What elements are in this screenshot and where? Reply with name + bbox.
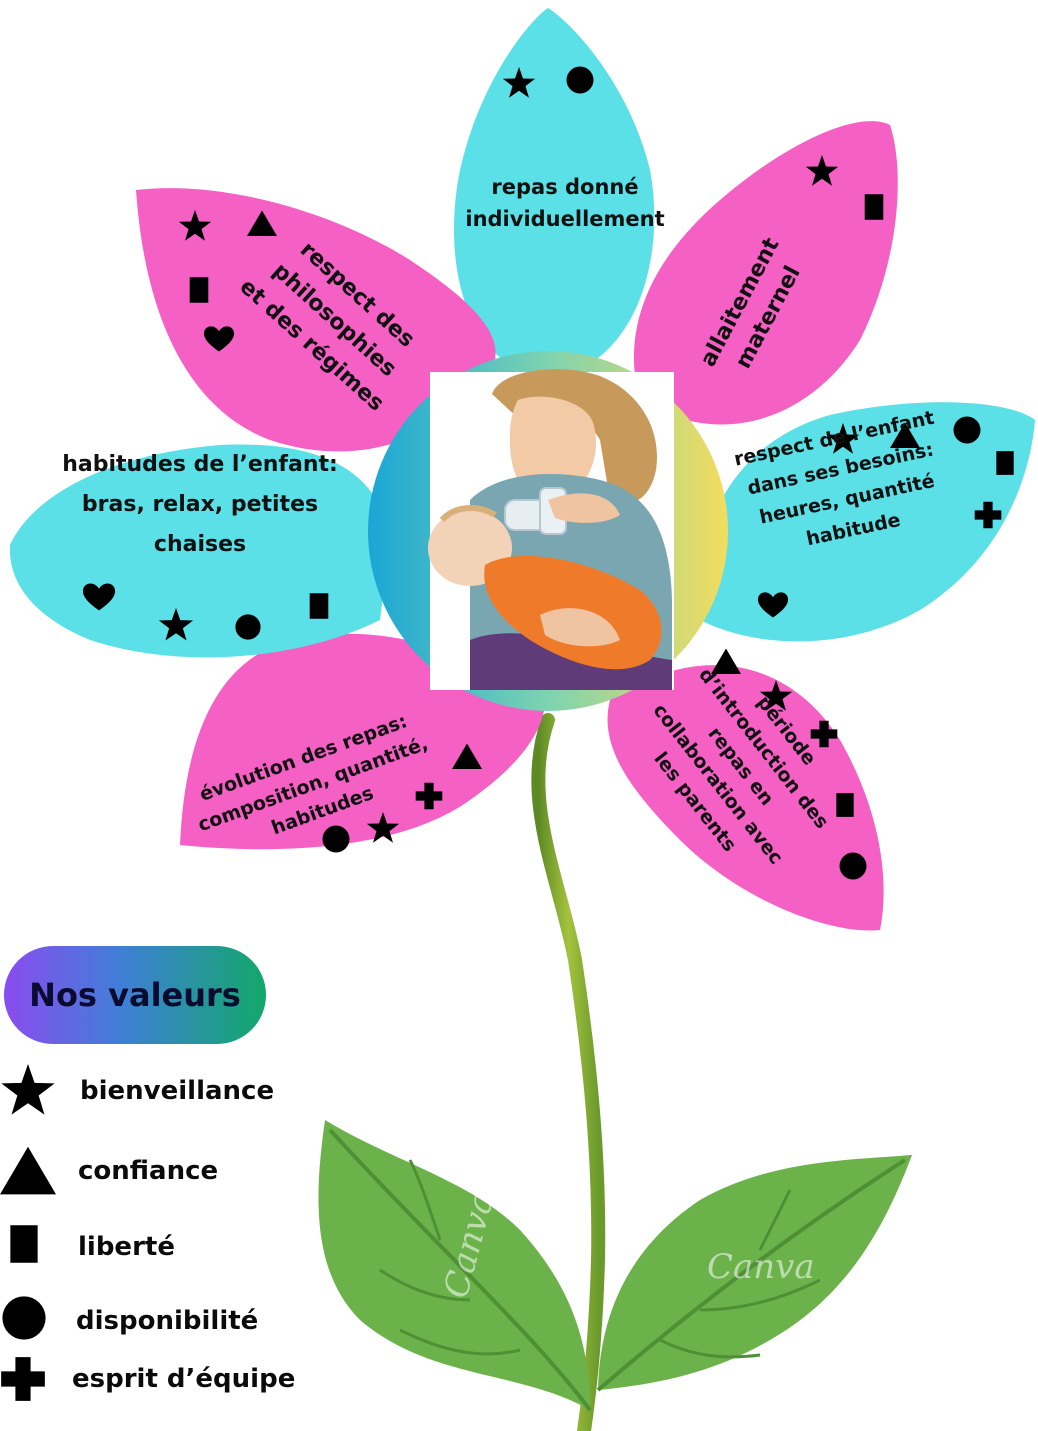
petal-shape — [633, 121, 898, 425]
petal-shape — [698, 402, 1035, 642]
petal-top: repas donné individuellement — [453, 8, 665, 378]
mother-feeding-illustration — [428, 369, 674, 690]
square-icon — [836, 793, 854, 817]
petal-label-line: habitudes de l’enfant: — [62, 452, 338, 477]
legend-title-badge: Nos valeurs — [4, 946, 266, 1044]
flower-stem — [531, 713, 606, 1431]
circle-icon — [953, 416, 981, 444]
triangle-icon — [0, 1146, 56, 1195]
legend-label: liberté — [78, 1232, 175, 1262]
cross-icon — [1, 1357, 45, 1401]
circle-icon — [322, 825, 350, 853]
petal-label: repas donné individuellement — [465, 175, 664, 231]
petal-right: respect de l’enfantdans ses besoins:heur… — [698, 402, 1035, 642]
legend-title: Nos valeurs — [29, 976, 241, 1014]
square-icon — [996, 451, 1014, 475]
legend-label: bienveillance — [80, 1076, 275, 1106]
legend-label: confiance — [78, 1156, 219, 1186]
square-icon — [309, 593, 329, 619]
legend-label: esprit d’équipe — [72, 1364, 296, 1394]
square-icon — [864, 194, 884, 220]
legend-item-liberte: liberté — [0, 1220, 330, 1276]
watermark-right-leaf: Canva — [707, 1247, 815, 1287]
petal-shape — [453, 8, 655, 378]
circle-icon — [2, 1296, 46, 1340]
petal-shape — [136, 188, 496, 452]
petal-label-line: bras, relax, petites — [82, 492, 318, 517]
star-icon — [1, 1064, 55, 1115]
legend-label: disponibilité — [76, 1306, 259, 1336]
legend-item-esprit-equipe: esprit d’équipe — [0, 1356, 330, 1412]
circle-icon — [235, 614, 261, 640]
circle-icon — [839, 852, 867, 880]
petal-lower-right: périoded’introduction desrepas encollabo… — [607, 648, 884, 931]
petal-label-line: repas donné — [491, 175, 638, 199]
square-icon — [189, 277, 209, 303]
legend-item-confiance: confiance — [0, 1144, 330, 1200]
leaf-right — [596, 1155, 912, 1392]
circle-icon — [566, 66, 594, 94]
legend-item-disponibilite: disponibilité — [0, 1294, 330, 1350]
petal-label-line: chaises — [154, 532, 246, 557]
petal-upper-right: allaitementmaternel — [633, 121, 898, 425]
petal-label-line: individuellement — [465, 207, 664, 231]
legend-item-bienveillance: bienveillance — [0, 1064, 330, 1120]
leaf-left — [318, 1120, 592, 1412]
square-icon — [10, 1225, 38, 1263]
petal-left: habitudes de l’enfant: bras, relax, petit… — [9, 444, 390, 658]
petal-upper-left: respect desphilosophieset des régimes — [136, 188, 496, 452]
petal-label: habitudes de l’enfant: bras, relax, petit… — [62, 452, 338, 557]
